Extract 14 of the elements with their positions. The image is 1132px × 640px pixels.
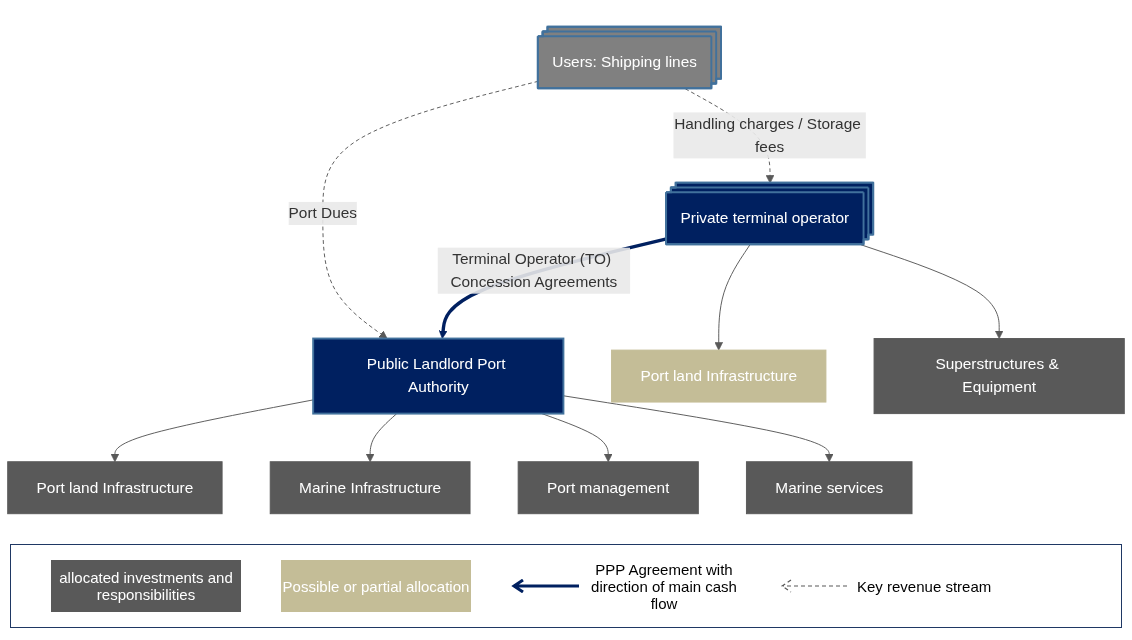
edge-label: Port Dues (288, 204, 358, 221)
node-box: Marine services (745, 461, 913, 514)
edge-label: Terminal Operator (TO) Concession Agreements (450, 250, 618, 290)
edge-label: Handling charges / Storage fees (674, 115, 861, 155)
node-box: Port land Infrastructure (7, 461, 223, 514)
legend-text: PPP Agreement with direction of main cash flow (590, 560, 738, 612)
legend-swatch: Possible or partial allocation (281, 560, 471, 612)
legend-swatch: allocated investments and responsibilities (51, 560, 241, 612)
node-box: Port management (517, 461, 699, 514)
node-box: Port land Infrastructure (611, 349, 827, 403)
node-box: Public Landlord Port Authority (312, 337, 565, 415)
legend-text: Key revenue stream (857, 577, 992, 595)
node-box: Marine Infrastructure (269, 461, 471, 514)
node-box: Superstructures & Equipment (873, 337, 1125, 414)
